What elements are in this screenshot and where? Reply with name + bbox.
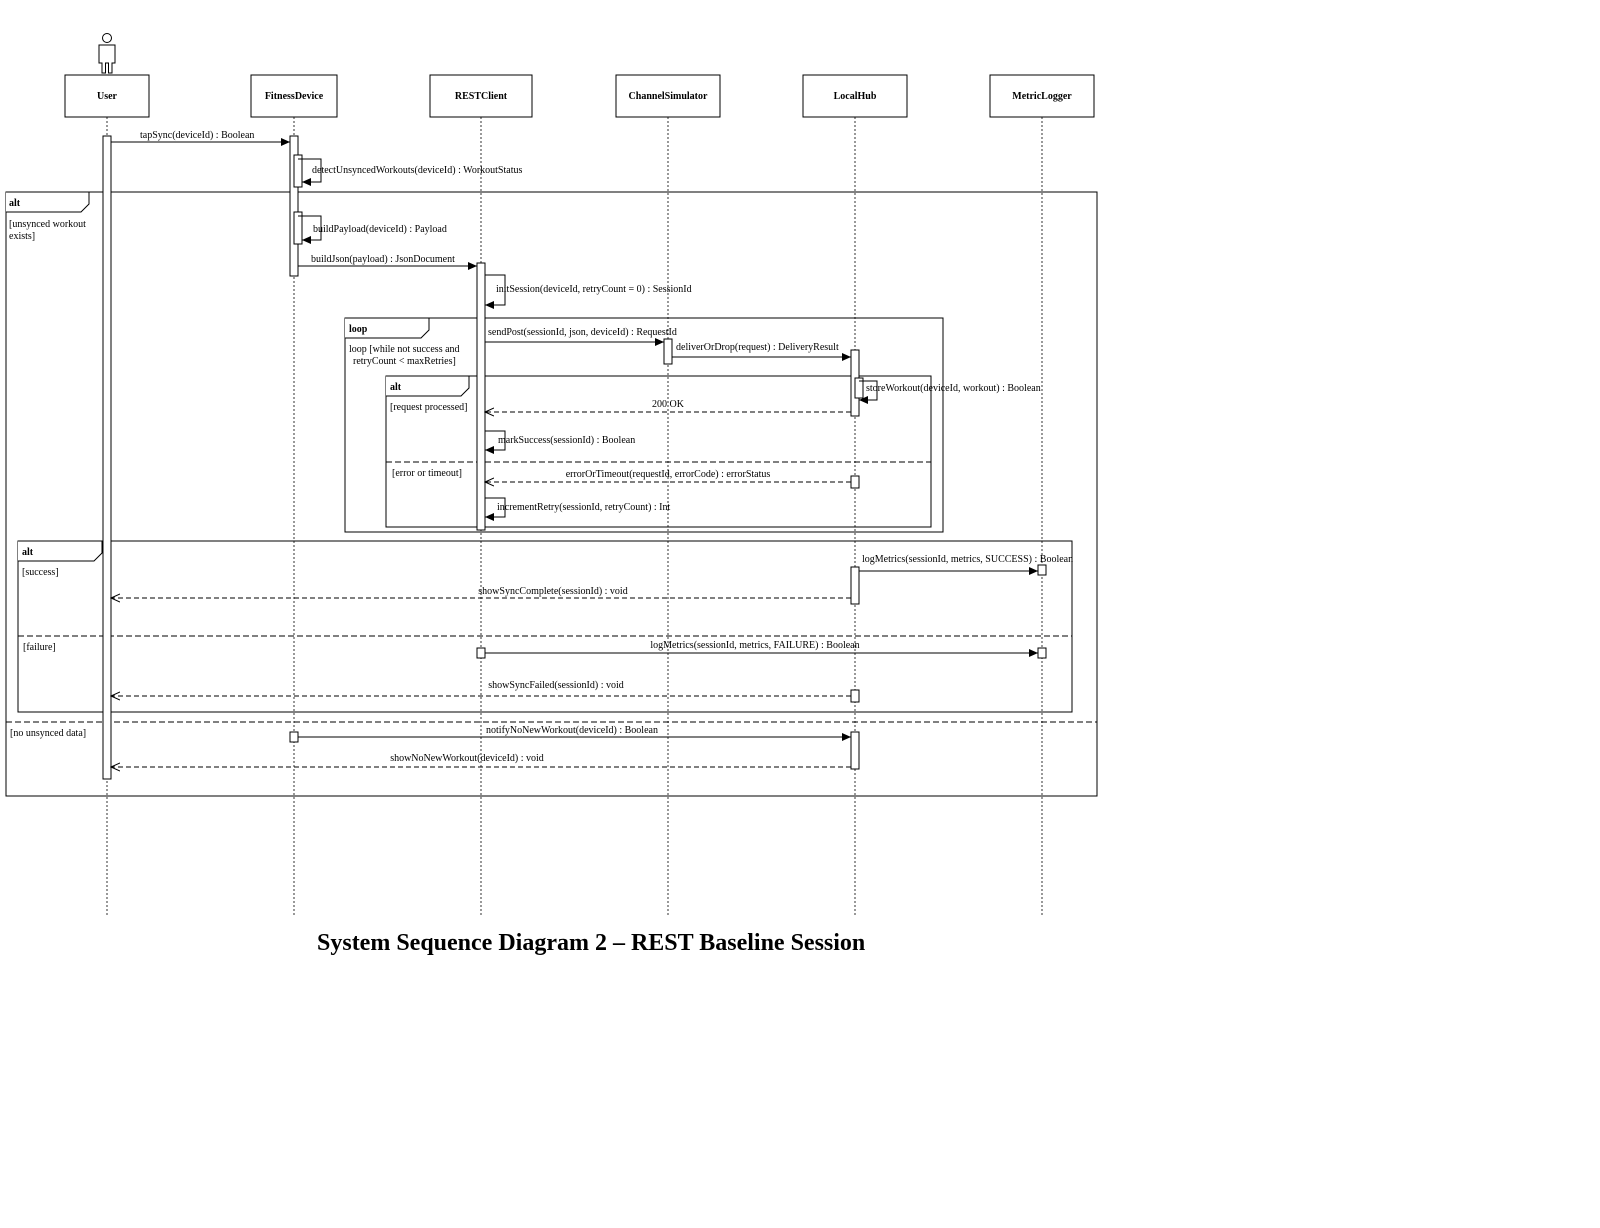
message-label-send-post: sendPost(sessionId, json, deviceId) : Re… [488, 327, 677, 338]
participant-label-fitness-device: FitnessDevice [265, 91, 324, 102]
activation-rest-failure [476, 647, 486, 659]
participant-metric-logger [989, 74, 1095, 118]
activation-hub-success [850, 566, 860, 605]
participant-fitness-device [250, 74, 338, 118]
fragment-result-keyword: alt [22, 547, 34, 558]
participant-user [64, 74, 150, 118]
message-label-show-complete: showSyncComplete(sessionId) : void [478, 586, 627, 597]
message-labels: tapSync(deviceId) : Boolean detectUnsync… [140, 130, 1073, 764]
message-label-init-session: initSession(deviceId, retryCount = 0) : … [496, 284, 692, 295]
participant-rest-client [429, 74, 533, 118]
fragment-outer-keyword: alt [9, 198, 21, 209]
message-label-tap-sync: tapSync(deviceId) : Boolean [140, 130, 254, 141]
fragment-loop-guard-line1: loop [while not success and [349, 344, 460, 355]
fragment-outer-guard-else: [no unsynced data] [10, 728, 86, 739]
activation-bars [102, 135, 1047, 780]
fragment-loop-guard-line2: retryCount < maxRetries] [353, 356, 456, 367]
message-label-build-payload: buildPayload(deviceId) : Payload [313, 224, 447, 235]
message-line-build-payload [298, 215, 322, 244]
messages [111, 138, 1038, 767]
message-label-notify-no-new: notifyNoNewWorkout(deviceId) : Boolean [486, 725, 658, 736]
participant-label-channel-simulator: ChannelSimulator [629, 91, 708, 102]
fragment-outer-guard-line2: exists] [9, 231, 35, 242]
lifelines [106, 117, 1043, 915]
fragment-loop-keyword: loop [349, 324, 368, 335]
message-label-deliver: deliverOrDrop(request) : DeliveryResult [676, 342, 839, 353]
participant-boxes [64, 74, 1095, 118]
message-label-increment: incrementRetry(sessionId, retryCount) : … [497, 502, 671, 513]
message-label-ok: 200 OK [652, 399, 685, 410]
diagram-title: System Sequence Diagram 2 – REST Baselin… [317, 930, 866, 956]
fragment-outer-guard-line1: [unsynced workout [9, 219, 86, 230]
message-line-store [859, 380, 878, 404]
activation-fitness-nonew [289, 731, 299, 743]
participant-local-hub [802, 74, 908, 118]
activation-fitness-build [293, 211, 303, 245]
message-line-increment [485, 497, 506, 521]
fragment-inner-guard-1: [request processed] [390, 402, 467, 413]
actor-icon [98, 33, 116, 74]
message-label-log-success: logMetrics(sessionId, metrics, SUCCESS) … [862, 554, 1073, 565]
participant-label-metric-logger: MetricLogger [1012, 91, 1072, 102]
fragment-inner-keyword: alt [390, 382, 402, 393]
fragment-inner-guard-2: [error or timeout] [392, 468, 462, 479]
activation-logger-failure [1037, 647, 1047, 659]
participant-label-user: User [97, 91, 118, 102]
message-label-build-json: buildJson(payload) : JsonDocument [311, 254, 455, 265]
activation-channel [663, 338, 673, 365]
fragment-result-guard-1: [success] [22, 567, 59, 578]
participant-label-rest-client: RESTClient [455, 91, 508, 102]
fragment-result-guard-2: [failure] [23, 642, 56, 653]
fragment-outer-alt: alt [unsynced workout exists] [no unsync… [5, 191, 1098, 797]
message-label-error: errorOrTimeout(requestId, errorCode) : e… [566, 469, 771, 480]
fragment-result-alt: alt [success] [failure] [17, 540, 1073, 713]
activation-hub-failed [850, 689, 860, 703]
message-label-store: storeWorkout(deviceId, workout) : Boolea… [866, 383, 1041, 394]
participant-label-local-hub: LocalHub [834, 91, 877, 102]
activation-hub-nonew [850, 731, 860, 770]
participant-channel-simulator [615, 74, 721, 118]
message-label-detect: detectUnsyncedWorkouts(deviceId) : Worko… [312, 165, 522, 176]
activation-user [102, 135, 112, 780]
fragment-loop: loop loop [while not success and retryCo… [344, 317, 944, 533]
message-line-detect [298, 158, 322, 186]
message-label-log-failure: logMetrics(sessionId, metrics, FAILURE) … [650, 640, 859, 651]
message-label-mark-success: markSuccess(sessionId) : Boolean [498, 435, 635, 446]
activation-fitness-detect [293, 154, 303, 188]
activation-hub-error [850, 475, 860, 489]
activation-rest-main [476, 262, 486, 531]
activation-fitness-main [289, 135, 299, 277]
message-label-show-no-new: showNoNewWorkout(deviceId) : void [390, 753, 544, 764]
message-label-show-failed: showSyncFailed(sessionId) : void [488, 680, 624, 691]
activation-logger-success [1037, 564, 1047, 576]
message-line-init-session [485, 274, 506, 309]
message-line-mark-success [485, 430, 506, 454]
